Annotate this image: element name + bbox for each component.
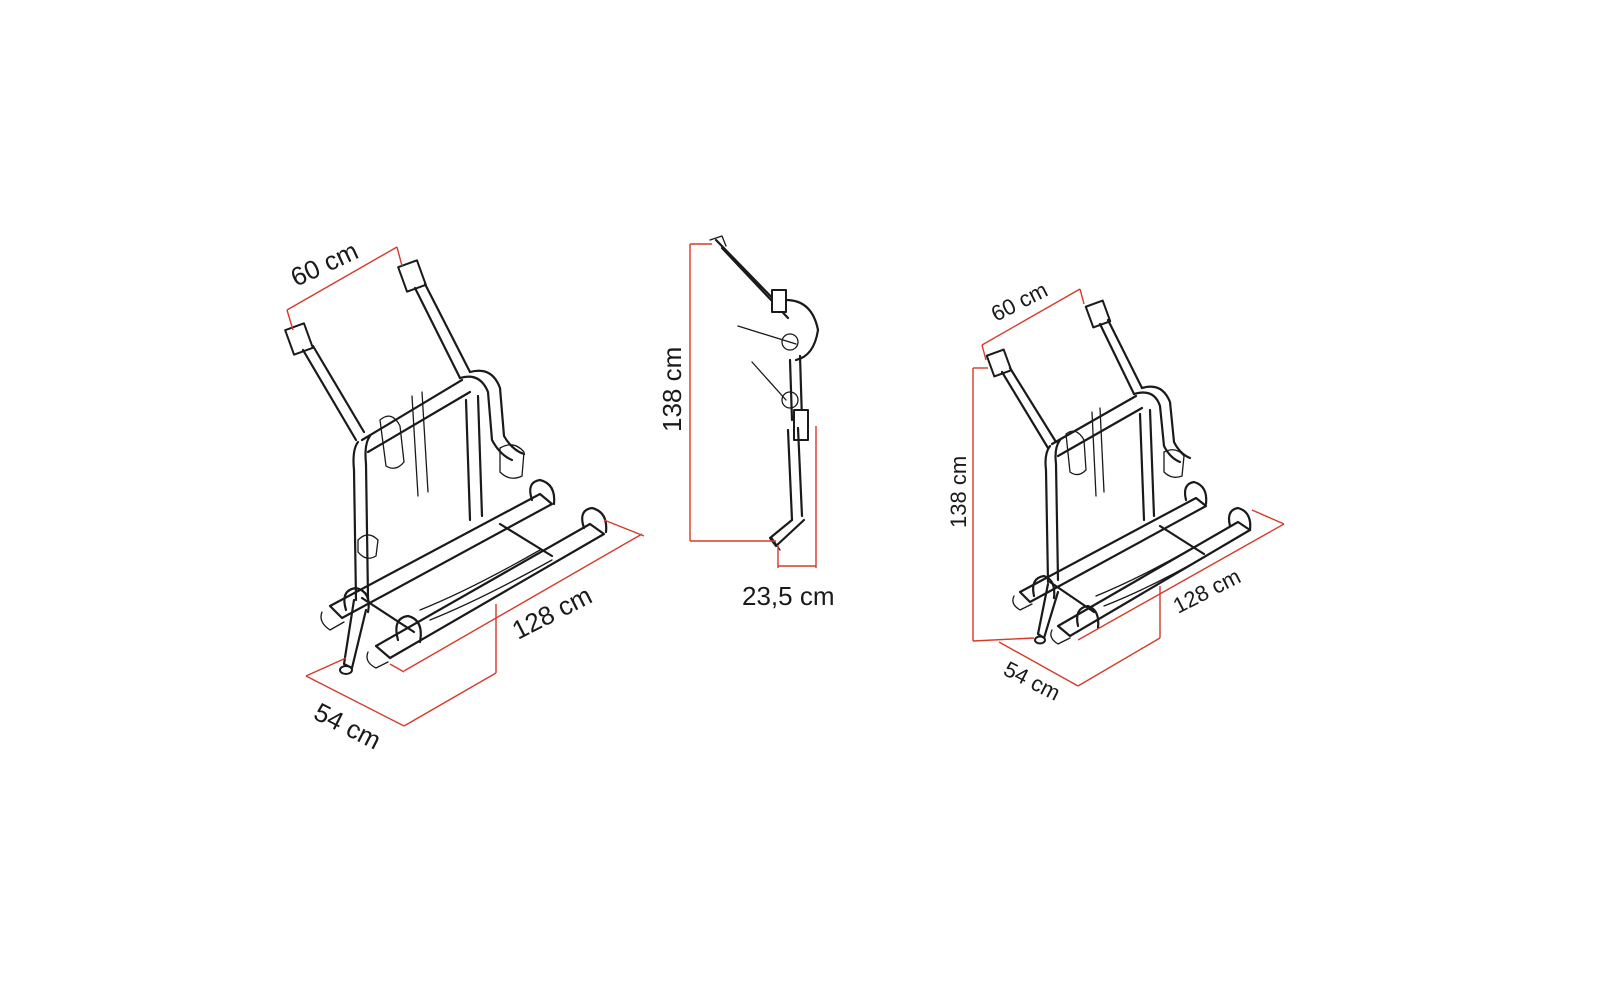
left-depth-label: 54 cm <box>309 697 386 756</box>
right-depth-label: 54 cm <box>1000 656 1065 705</box>
side-dimension-lines <box>689 243 817 568</box>
right-view: 60 cm 138 cm 128 cm 54 cm <box>946 277 1285 706</box>
left-view: 60 cm 128 cm 54 cm <box>284 235 645 756</box>
left-length-label: 128 cm <box>507 580 597 645</box>
left-dimension-lines <box>286 246 645 727</box>
side-view: 138 cm 23,5 cm <box>657 235 835 611</box>
side-carrier-drawing <box>709 235 820 551</box>
side-height-label: 138 cm <box>657 347 687 432</box>
side-offset-label: 23,5 cm <box>742 581 835 611</box>
right-height-label: 138 cm <box>946 456 971 528</box>
left-width-label: 60 cm <box>286 235 363 292</box>
right-width-label: 60 cm <box>987 277 1052 326</box>
left-carrier-drawing <box>284 259 608 675</box>
right-dimension-lines <box>972 288 1285 687</box>
right-carrier-drawing <box>985 299 1252 645</box>
